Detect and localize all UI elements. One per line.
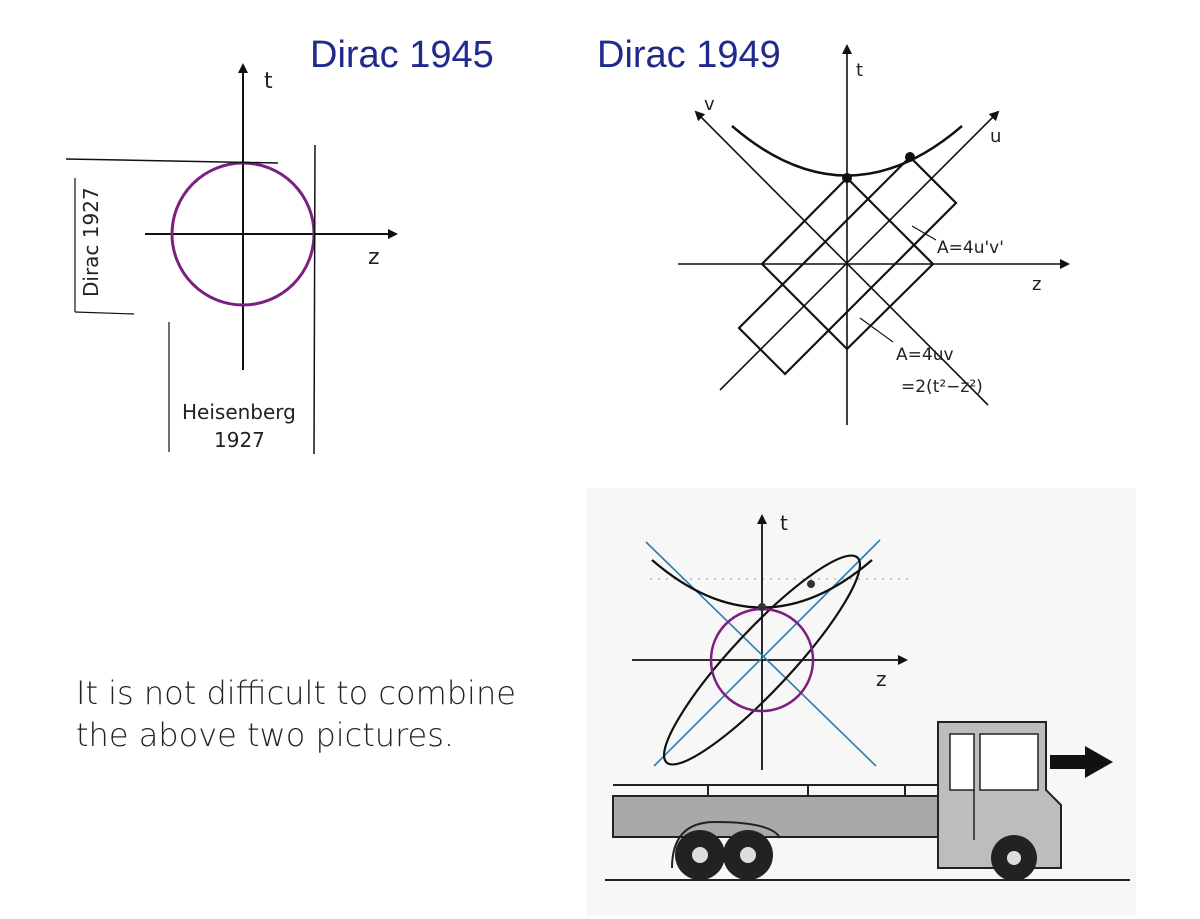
bottom-diagram: t z <box>586 488 1136 916</box>
bottom-point-2 <box>807 580 815 588</box>
title-dirac-1949: Dirac 1949 <box>597 34 781 76</box>
truck-wheel-arch <box>671 820 781 869</box>
caption-line-1: It is not difficult to combine <box>76 674 516 712</box>
area-label-uv: A=4uv <box>896 345 954 365</box>
area-label-prime: A=4u'v' <box>937 238 1004 258</box>
bottom-point-1 <box>758 603 766 611</box>
left-z-label: z <box>368 245 380 270</box>
caption-line-2: the above two pictures. <box>76 716 455 754</box>
truck <box>605 721 1130 881</box>
right-diagram: t z u v A=4u'v' A=4uv =2(t²−z²) <box>678 44 1070 425</box>
truck-bed <box>612 795 944 838</box>
hyperbola-point-2 <box>905 152 915 162</box>
pointer-line-2 <box>859 317 894 343</box>
bottom-t-label: t <box>780 511 788 535</box>
dirac-1927-top-line <box>65 158 279 164</box>
caption: It is not difficult to combine the above… <box>76 672 596 756</box>
right-u-label: u <box>990 126 1001 147</box>
dirac-1927-label: Dirac 1927 <box>79 187 103 297</box>
truck-side-window <box>979 733 1039 791</box>
bottom-ellipse <box>662 554 862 766</box>
heisenberg-label: Heisenberg <box>182 400 296 424</box>
motion-arrow-icon <box>1050 746 1113 778</box>
bottom-z-label: z <box>876 667 887 691</box>
truck-door-window <box>949 733 975 791</box>
truck-rear-wheel-2-hub <box>740 847 756 863</box>
right-u-axis <box>719 110 1000 391</box>
bottom-diagonal-2 <box>653 539 881 767</box>
hyperbola-point-1 <box>842 173 852 183</box>
area-formula: =2(t²−z²) <box>901 377 983 397</box>
right-v-axis <box>694 110 989 406</box>
right-v-label: v <box>704 94 715 115</box>
heisenberg-year-label: 1927 <box>214 428 265 452</box>
heisenberg-right-line <box>313 144 316 455</box>
left-diagram: t z Dirac 1927 Heisenberg 1927 <box>65 63 398 455</box>
dirac-1927-bottom-tick <box>74 311 135 315</box>
left-t-label: t <box>264 69 273 94</box>
truck-rear-wheel-1-hub <box>692 847 708 863</box>
square-uv <box>760 176 935 351</box>
bottom-diagonal-1 <box>645 541 877 767</box>
right-t-label: t <box>856 60 863 81</box>
right-z-label: z <box>1032 274 1041 295</box>
pointer-line-1 <box>911 225 937 241</box>
title-dirac-1945: Dirac 1945 <box>310 34 494 76</box>
rectangle-u-prime-v-prime <box>737 155 958 376</box>
truck-front-wheel-hub <box>1007 851 1021 865</box>
